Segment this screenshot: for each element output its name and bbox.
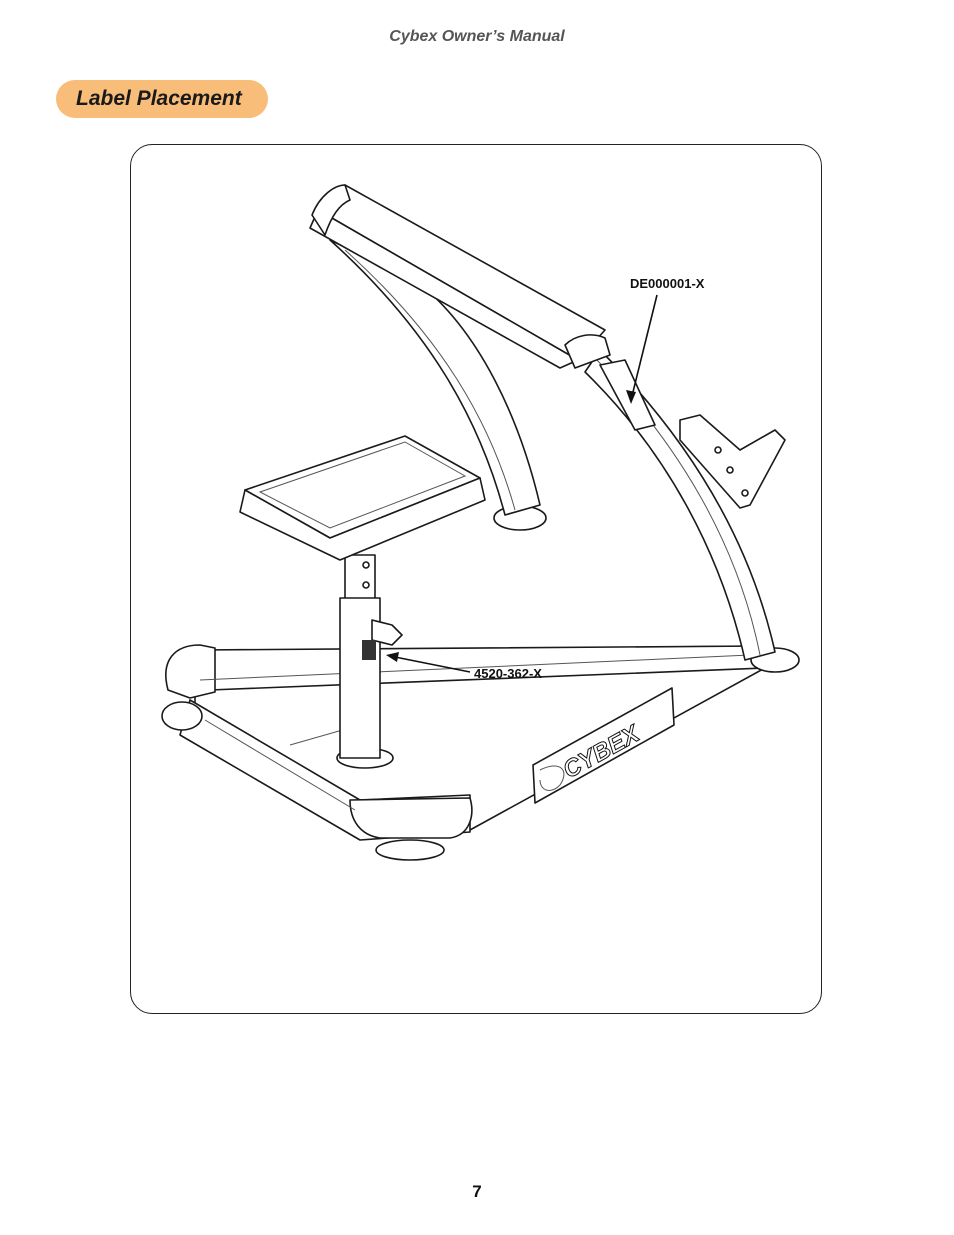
side-bracket: [679, 414, 786, 509]
leader-line-de000001: [630, 294, 658, 401]
base-frame: [165, 644, 766, 841]
label-spot-de000001: [599, 359, 656, 431]
label-spot-4520-362: [362, 640, 376, 660]
bolt: [741, 489, 749, 497]
bolt: [714, 446, 722, 454]
bolt: [726, 466, 734, 474]
seat-pad: [239, 435, 486, 561]
callout-arrows: [386, 294, 658, 673]
foot-front: [375, 839, 445, 861]
arrowhead-de000001: [626, 390, 636, 404]
running-header: Cybex Owner’s Manual: [389, 28, 565, 45]
leader-line-4520-362: [389, 655, 471, 673]
seat-post: [339, 554, 403, 759]
callout-4520-362: 4520-362-X: [474, 666, 542, 681]
page-number: 7: [472, 1182, 482, 1201]
foot-left: [161, 701, 203, 731]
arm-pad: [309, 184, 656, 431]
pop-pin-knob: [371, 619, 403, 646]
figure-frame: [130, 144, 822, 1014]
section-title: Label Placement: [56, 80, 268, 118]
callout-de000001: DE000001-X: [630, 276, 705, 291]
arrowhead-4520-362: [386, 652, 399, 662]
